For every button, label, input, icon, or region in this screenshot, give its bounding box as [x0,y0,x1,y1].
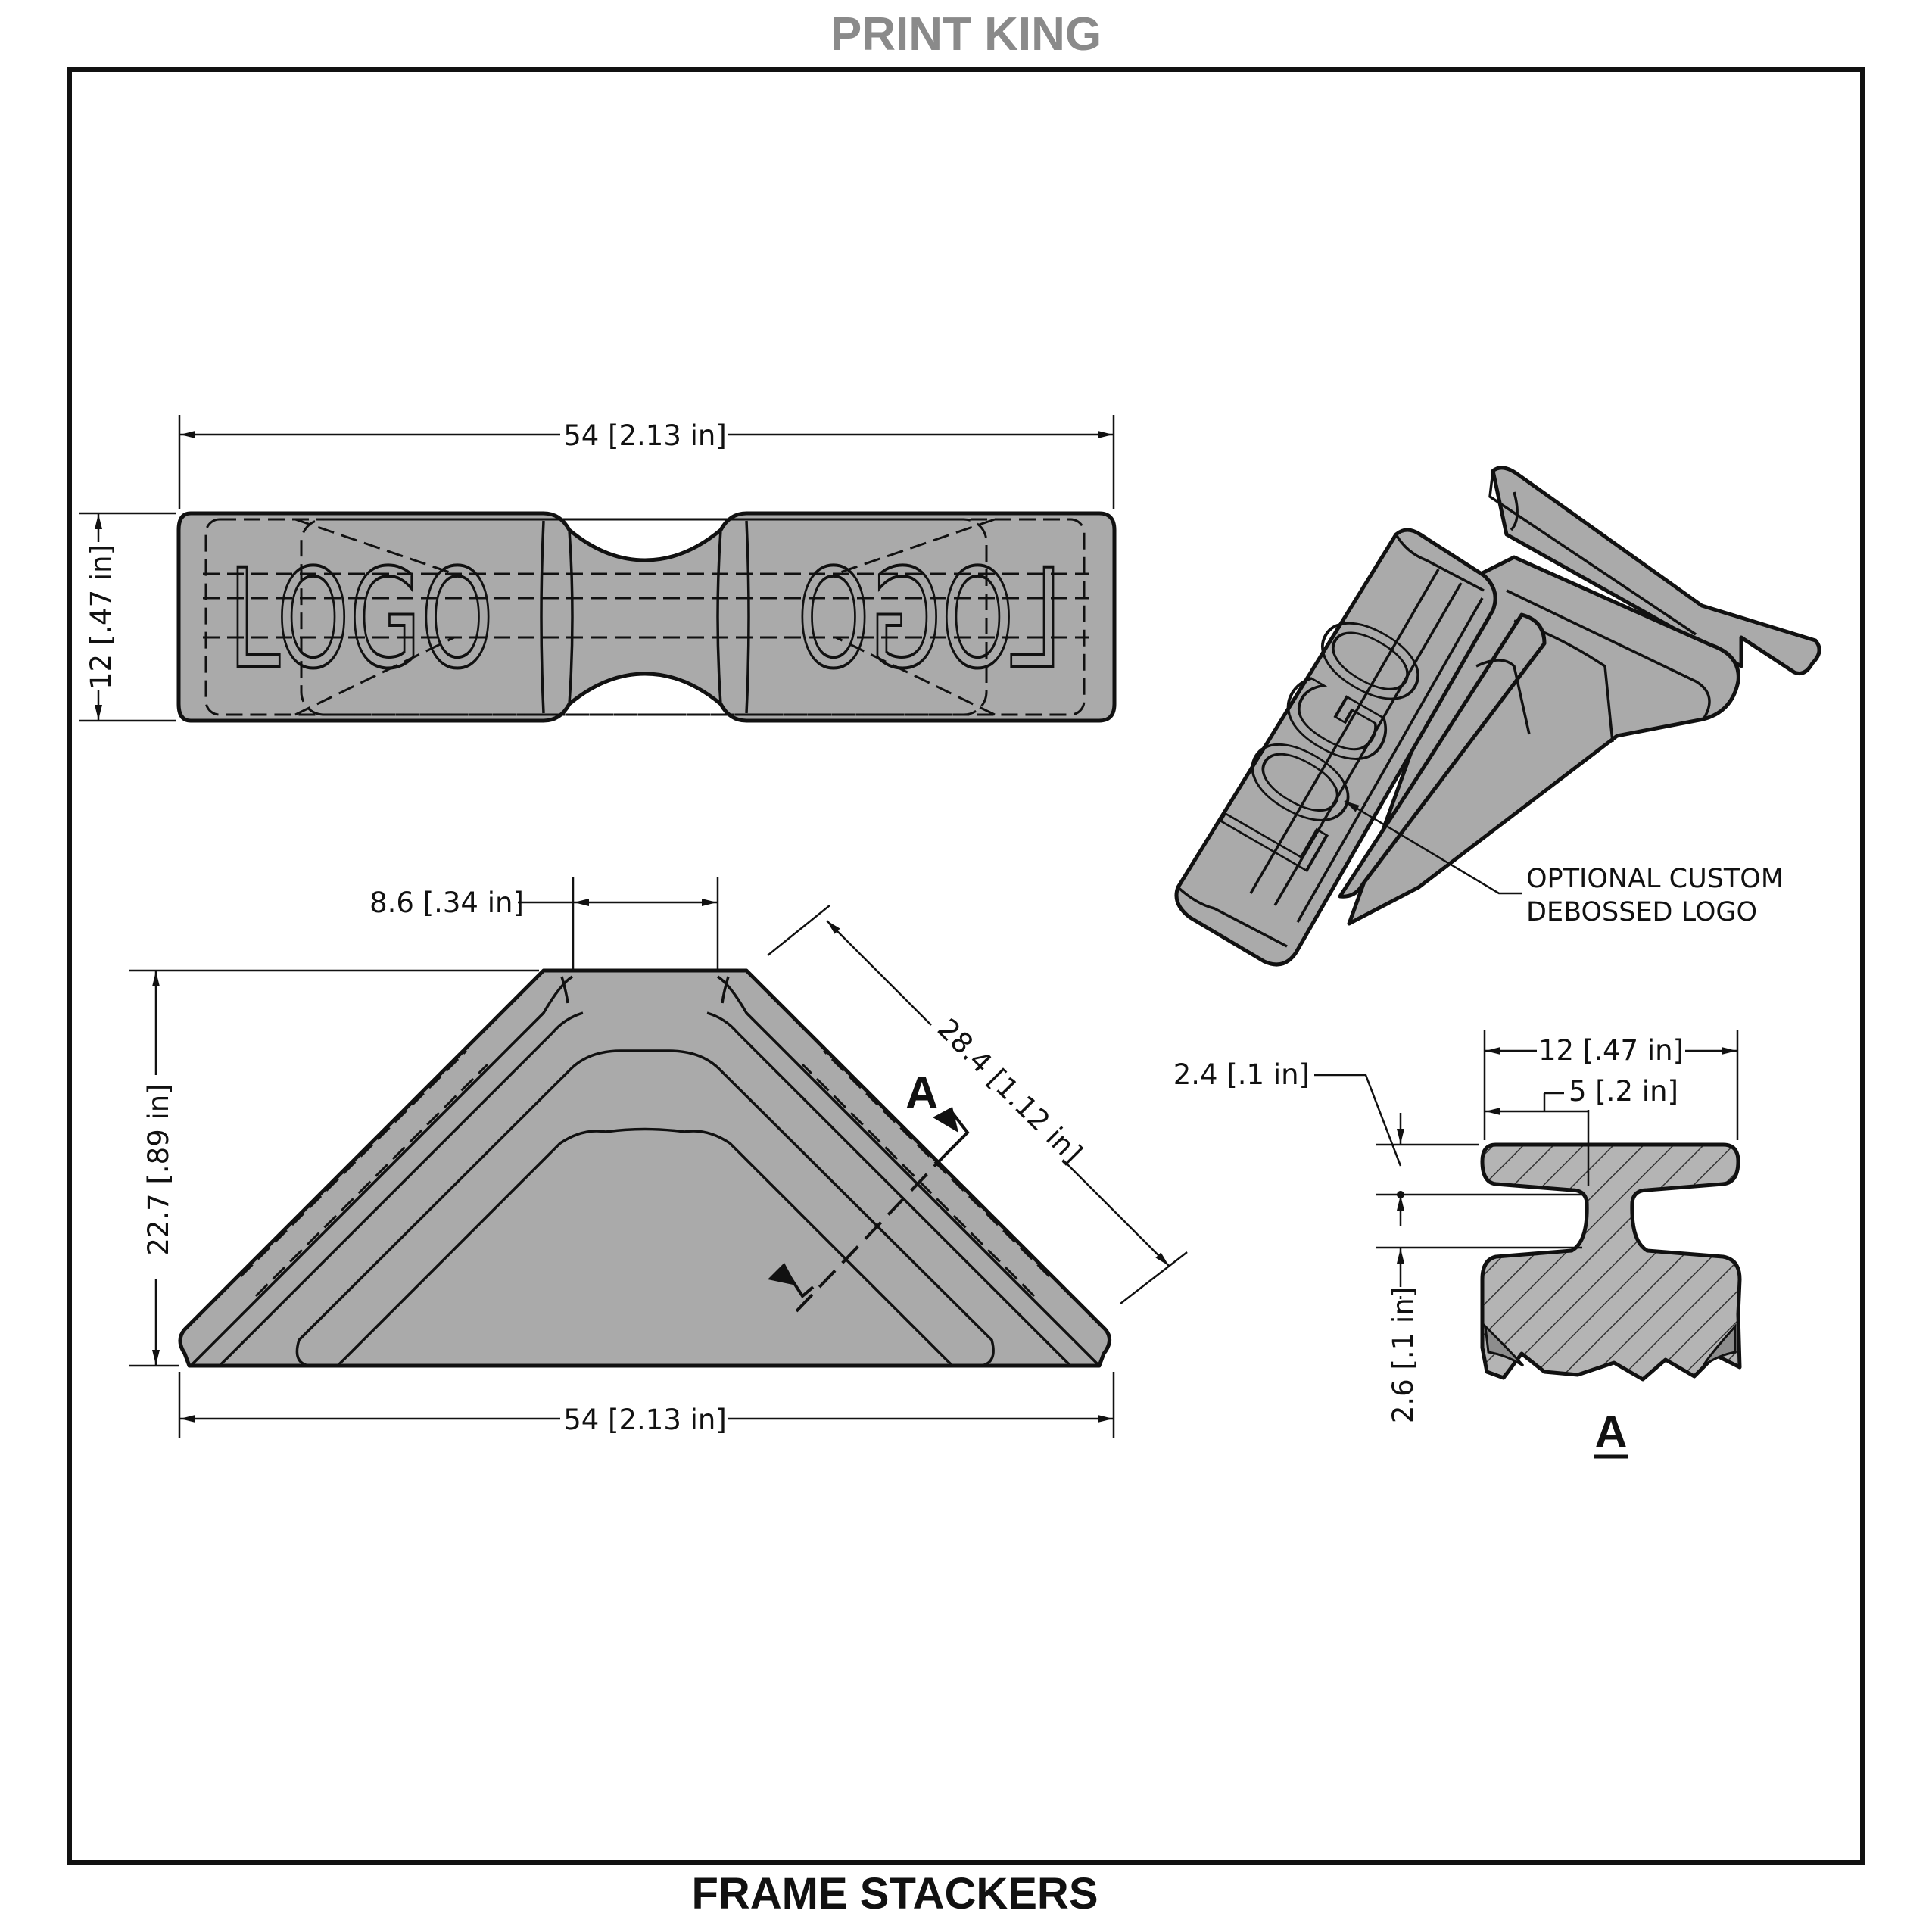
section-dim-width: 12 [.47 in] [1538,1034,1684,1067]
top-view-body [176,511,1117,723]
section-dim-top: 2.4 [.1 in] [1173,1058,1310,1091]
section-view: 12 [.47 in] 5 [.2 in] 2.4 [.1 in] 2.6 [.… [1173,1030,1742,1459]
front-dim-bottom: 54 [2.13 in] [563,1404,727,1436]
iso-note-line1: OPTIONAL CUSTOM [1526,864,1784,894]
top-dim-width: 54 [2.13 in] [563,419,727,452]
front-section-marker: A [905,1067,938,1118]
iso-note-line2: DEBOSSED LOGO [1526,897,1757,927]
drawing-border [67,67,1865,1865]
iso-rear-rail [1491,466,1821,675]
header-title: PRINT KING [830,8,1102,61]
section-dim-bottom: 2.6 [.1 in] [1387,1287,1419,1423]
top-logo-right: LOGO [797,541,1062,699]
top-logo-left: LOGO [229,541,494,699]
front-dim-height: 22.7 [.89 in] [142,1083,175,1255]
footer-title: FRAME STACKERS [691,1869,1098,1918]
top-view: LOGO LOGO 54 [2.13 in] 12 [.47 in] [79,415,1117,723]
front-dim-top: 8.6 [.34 in] [369,887,524,919]
iso-view: LOGO OPTIONAL CUSTOM DEBOSSED LOGO [1174,466,1821,967]
section-dim-inner: 5 [.2 in] [1569,1075,1678,1108]
section-label: A [1594,1407,1627,1457]
top-dim-height: 12 [.47 in] [85,544,117,690]
section-hatched-profile [1480,1142,1742,1382]
front-view: A 8.6 [.34 in] 22.7 [.89 in] 28.4 [1.12 … [129,877,1188,1438]
